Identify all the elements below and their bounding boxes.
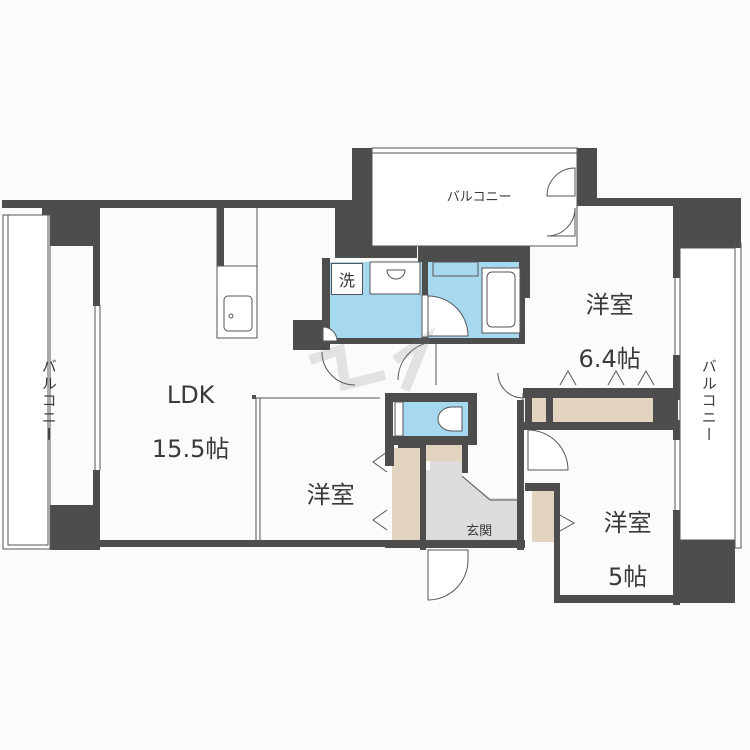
balcony-left-text: バルコニー xyxy=(39,358,58,444)
western-room-b-name: 洋室 xyxy=(603,508,652,537)
entrance-label: 玄関 xyxy=(450,510,500,539)
walls xyxy=(2,148,741,605)
western-room-b-size: 5帖 xyxy=(607,562,648,591)
washer-label: 洗 xyxy=(338,271,355,290)
western-room-center-label: 洋室 xyxy=(283,455,363,509)
balcony-right-text: バルコニー xyxy=(699,358,718,444)
washer-space: 洗 xyxy=(331,263,363,295)
balcony-top-text: バルコニー xyxy=(446,189,512,205)
western-room-center-name: 洋室 xyxy=(306,480,355,509)
balcony-top-label: バルコニー xyxy=(420,176,530,205)
ldk-label: LDK 15.5帖 xyxy=(128,355,238,463)
balcony-left-label: バルコニー xyxy=(40,345,74,444)
fixtures xyxy=(2,147,742,601)
western-room-a-label: 洋室 6.4帖 xyxy=(557,265,647,373)
ldk-name: LDK xyxy=(166,380,215,409)
western-room-b-label: 洋室 5帖 xyxy=(575,483,665,591)
western-room-a-name: 洋室 xyxy=(585,290,634,319)
balcony-right-label: バルコニー xyxy=(700,345,734,444)
entrance-name: 玄関 xyxy=(466,523,493,539)
western-room-a-size: 6.4帖 xyxy=(578,344,641,373)
watermark-logo xyxy=(308,326,436,392)
ldk-size: 15.5帖 xyxy=(151,434,230,463)
